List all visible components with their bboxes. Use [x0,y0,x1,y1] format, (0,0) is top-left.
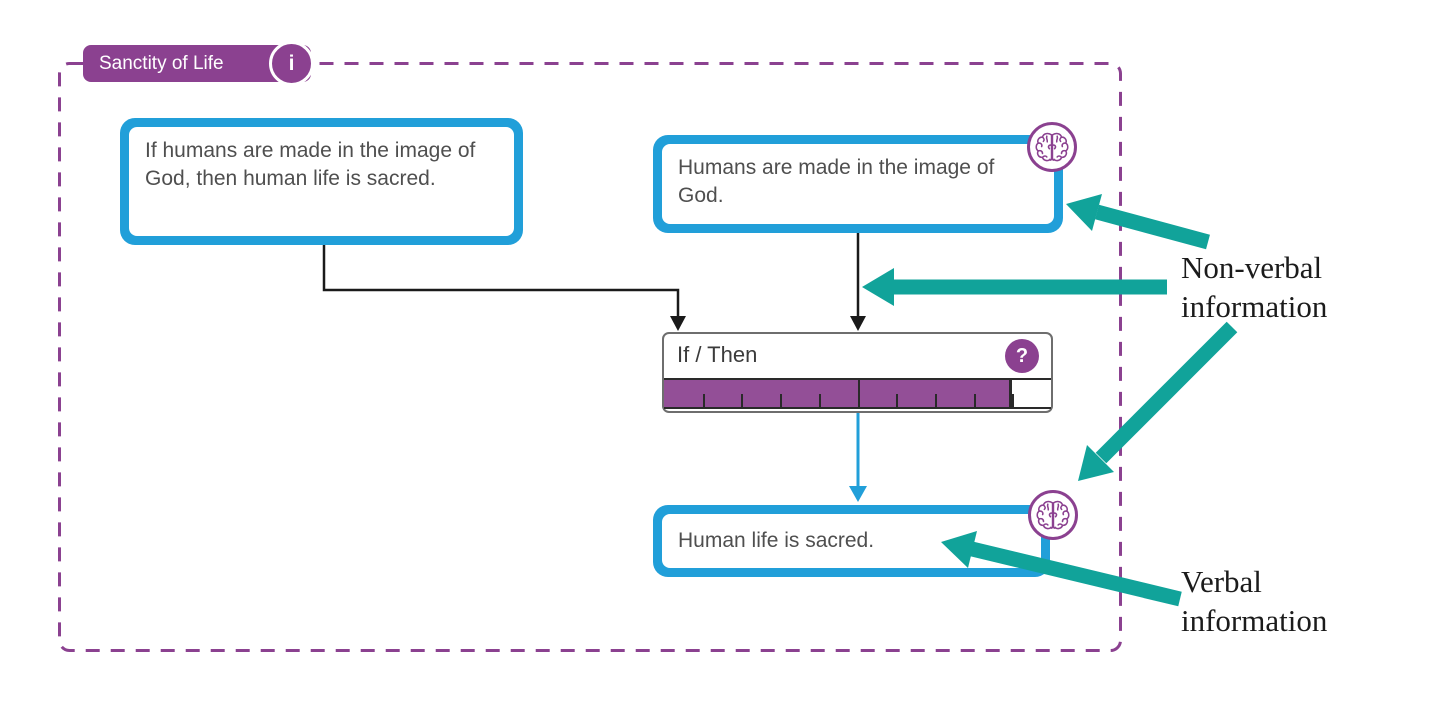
if-then-operator-box[interactable]: If / Then ? [662,332,1053,413]
gauge-tick [896,394,899,407]
confidence-fill [664,380,1013,407]
brain-icon-glyph [1036,500,1070,530]
gauge-tick [973,394,976,407]
gauge-tick [857,380,860,407]
node-conditional-premise-text: If humans are made in the image of God, … [129,127,514,236]
info-icon[interactable]: i [269,41,314,86]
help-icon[interactable]: ? [1005,339,1039,373]
if-then-label: If / Then [677,342,758,367]
callout-verbal-label: Verbal information [1181,564,1328,639]
node-conclusion[interactable]: Human life is sacred. [653,505,1050,577]
arrow-nonverbal-to-brain-icon [1078,321,1238,481]
gauge-tick [818,394,821,407]
node-conditional-premise[interactable]: If humans are made in the image of God, … [120,118,523,245]
info-icon-glyph: i [288,51,295,75]
group-title-label: Sanctity of Life [99,53,224,74]
node-fact-premise[interactable]: Humans are made in the image of God. [653,135,1063,233]
brain-icon-glyph [1035,132,1069,162]
gauge-tick [780,394,783,407]
gauge-tick [741,394,744,407]
help-icon-glyph: ? [1015,344,1029,367]
node-conclusion-text: Human life is sacred. [662,514,1041,568]
arrow-nonverbal-to-connector [862,268,1167,306]
gauge-tick [934,394,937,407]
connector-conditional-to-ifthen [322,245,686,331]
connector-ifthen-to-conclusion [849,413,867,502]
confidence-gauge[interactable] [664,378,1051,409]
brain-icon[interactable] [1027,122,1077,172]
node-fact-premise-text: Humans are made in the image of God. [662,144,1054,224]
brain-icon[interactable] [1028,490,1078,540]
connector-fact-to-ifthen [850,233,866,331]
gauge-tick [702,394,705,407]
gauge-tick [1012,394,1015,407]
arrow-nonverbal-to-node-border [1066,194,1210,250]
callout-non-verbal-label: Non-verbal information [1181,250,1328,325]
